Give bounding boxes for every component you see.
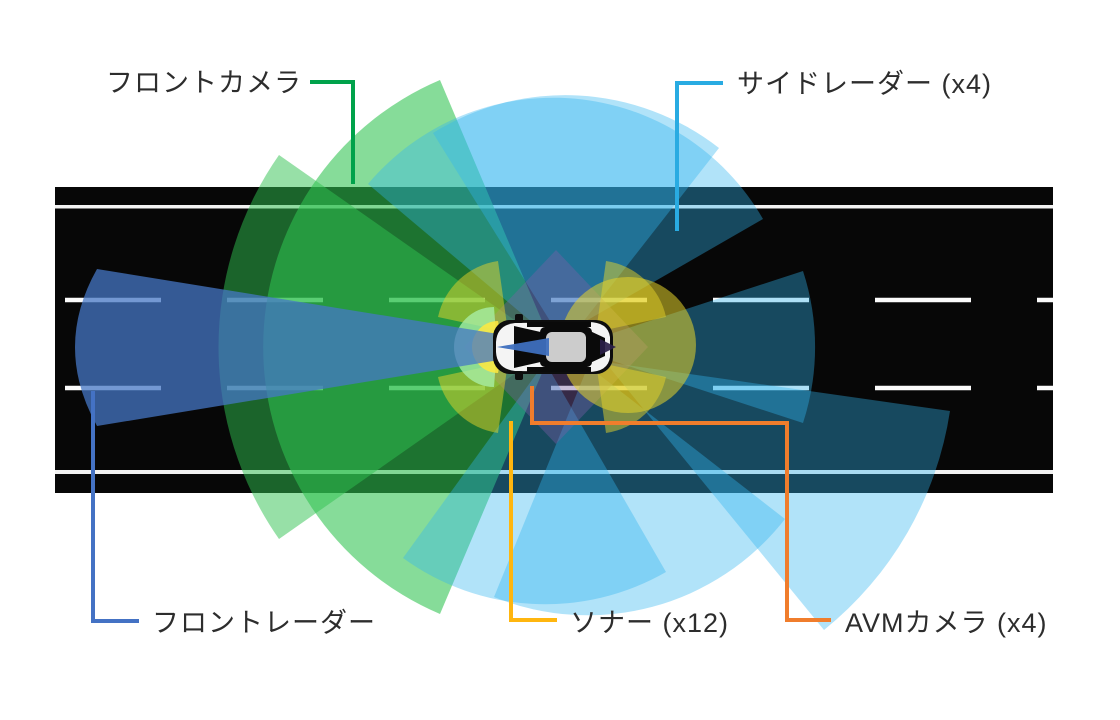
- sonar-label: ソナー (x12): [570, 608, 729, 638]
- car-sill-bottom: [527, 367, 591, 372]
- side-radar-fan-front-top: [368, 97, 763, 340]
- road-edge-line-top: [55, 205, 1053, 209]
- road-edge-line-bottom: [55, 470, 1053, 474]
- sonar-coverage: [438, 261, 696, 433]
- front-radar-apex-arrow: [497, 338, 549, 356]
- sonar-leader-line: [509, 421, 557, 622]
- front-radar-leader-line: [91, 391, 139, 623]
- side-radar-label: サイドレーダー (x4): [737, 69, 992, 99]
- front-camera-leader-line: [310, 80, 355, 184]
- side-radar-fan-bottom-left: [403, 362, 666, 605]
- car-mirror-bottom: [515, 371, 523, 380]
- side-radar-leader-line: [675, 81, 723, 231]
- car-sill-top: [527, 322, 591, 327]
- sonar-fan-rear-lower: [596, 362, 666, 433]
- car-rear-window: [590, 331, 605, 363]
- front-camera-label: フロントカメラ: [106, 68, 302, 98]
- avm-camera-label: AVMカメラ (x4): [845, 608, 1048, 638]
- front-radar-label: フロントレーダー: [152, 608, 376, 638]
- side-radar-fan-top-inner: [433, 95, 719, 345]
- car-mirror-top: [515, 314, 523, 323]
- sonar-fan-rear-upper: [596, 261, 666, 332]
- side-radar-fan-rear-bottom: [605, 362, 950, 630]
- front-radar-cone: [75, 269, 578, 426]
- avm-rear-arrow: [600, 339, 616, 355]
- car: [493, 314, 613, 380]
- leader-lines: [91, 80, 831, 623]
- side-radar-coverage: [368, 95, 950, 630]
- avm-leader-line: [530, 386, 831, 622]
- car-roof: [546, 332, 586, 362]
- side-radar-fan-bottom-inner: [494, 366, 785, 616]
